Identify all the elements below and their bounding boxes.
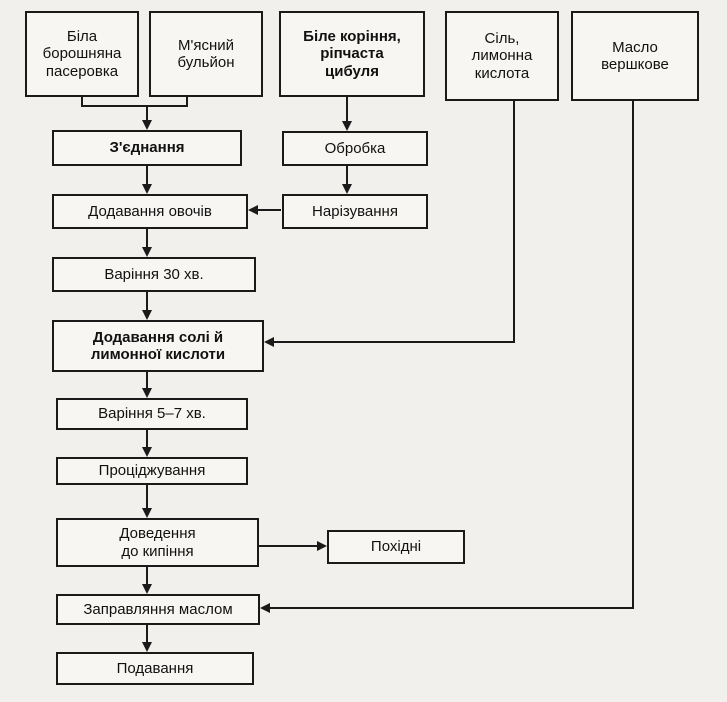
step-combining: З'єднання bbox=[52, 130, 242, 166]
input-meat-broth: М'ясний бульйон bbox=[149, 11, 263, 97]
step-cutting: Нарізування bbox=[282, 194, 428, 229]
input-white-roux: Біла борошняна пасеровка bbox=[25, 11, 139, 97]
step-boil-5-7: Варіння 5–7 хв. bbox=[56, 398, 248, 430]
step-derivatives-label: Похідні bbox=[370, 538, 422, 556]
step-adding-vegetables: Додавання овочів bbox=[52, 194, 248, 229]
step-derivatives: Похідні bbox=[327, 530, 465, 564]
connector-inputs-join bbox=[81, 97, 188, 107]
connector-butter bbox=[260, 101, 634, 613]
step-processing: Обробка bbox=[282, 131, 428, 166]
step-straining: Проціджування bbox=[56, 457, 248, 485]
step-add-salt-acid-label: Додавання солі й лимонної кислоти bbox=[90, 328, 226, 363]
step-processing-label: Обробка bbox=[324, 139, 386, 157]
input-butter: Масло вершкове bbox=[571, 11, 699, 101]
input-salt-acid-label: Сіль, лимонна кислота bbox=[471, 30, 533, 82]
input-white-roots-label: Біле коріння, ріпчаста цибуля bbox=[303, 28, 401, 80]
step-boil-30-label: Варіння 30 хв. bbox=[104, 265, 204, 283]
step-dressing-butter-label: Заправляння маслом bbox=[83, 600, 233, 618]
input-white-roux-label: Біла борошняна пасеровка bbox=[42, 28, 122, 80]
step-combining-label: З'єднання bbox=[109, 139, 185, 157]
step-dressing-butter: Заправляння маслом bbox=[56, 594, 260, 625]
step-bring-to-boil: Доведення до кипіння bbox=[56, 518, 259, 567]
step-serving-label: Подавання bbox=[116, 659, 194, 677]
connector-salt-acid bbox=[264, 101, 515, 347]
step-boil-30: Варіння 30 хв. bbox=[52, 257, 256, 292]
step-adding-vegetables-label: Додавання овочів bbox=[88, 202, 212, 220]
input-meat-broth-label: М'ясний бульйон bbox=[177, 36, 235, 71]
step-serving: Подавання bbox=[56, 652, 254, 685]
step-straining-label: Проціджування bbox=[98, 462, 206, 480]
step-cutting-label: Нарізування bbox=[312, 202, 398, 220]
input-butter-label: Масло вершкове bbox=[601, 38, 669, 73]
step-add-salt-acid: Додавання солі й лимонної кислоти bbox=[52, 320, 264, 372]
input-white-roots: Біле коріння, ріпчаста цибуля bbox=[279, 11, 425, 97]
step-boil-5-7-label: Варіння 5–7 хв. bbox=[98, 405, 206, 423]
step-bring-to-boil-label: Доведення до кипіння bbox=[119, 525, 196, 560]
input-salt-acid: Сіль, лимонна кислота bbox=[445, 11, 559, 101]
